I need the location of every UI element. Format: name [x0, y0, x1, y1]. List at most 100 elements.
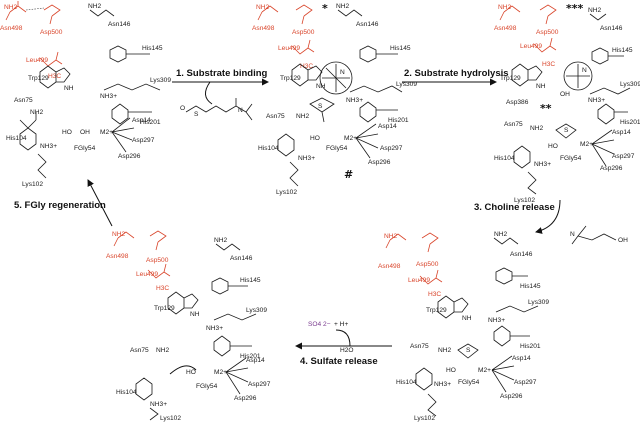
residue-label: NH2	[156, 347, 170, 354]
residue-label: OH	[560, 91, 570, 98]
residue-label: Asp14	[246, 357, 265, 364]
residue-label: Asn498	[252, 25, 275, 32]
residue-label: His104	[116, 389, 137, 396]
residue-label: Asn498	[106, 253, 129, 260]
residue-label: Asp296	[118, 153, 141, 160]
residue-label: NH2	[384, 233, 398, 240]
residue-label: Asp14	[612, 129, 631, 136]
residue-label: NH2	[296, 113, 310, 120]
choline-product: N OH	[570, 225, 628, 245]
residue-label: Asn498	[494, 25, 517, 32]
residue-label: OH	[618, 237, 628, 244]
residue-label: His145	[520, 283, 541, 290]
sulfate-label: SO4 2−	[308, 321, 331, 328]
residue-label: NH	[536, 83, 546, 90]
residue-label: NH	[462, 315, 472, 322]
residue-label: Asn146	[356, 21, 379, 28]
residue-label: M2+	[100, 129, 113, 136]
residue-label: NH3+	[100, 93, 117, 100]
residue-label: H3C	[156, 285, 169, 292]
residue-label: Asn75	[504, 121, 523, 128]
residue-label: NH3+	[40, 143, 57, 150]
residue-label: NH	[316, 83, 326, 90]
residue-label: NH2	[30, 109, 44, 116]
residue-label: S	[318, 103, 323, 110]
residue-label: FGly54	[458, 379, 480, 386]
residue-label: Asp500	[146, 257, 169, 264]
residue-label: Asp297	[132, 137, 155, 144]
residue-label: Trp129	[280, 75, 301, 82]
residue-label: Asn146	[108, 21, 131, 28]
residue-label: NH3+	[488, 317, 505, 324]
residue-label: S	[564, 127, 569, 134]
residue-label: OH	[80, 129, 90, 136]
residue-label: Asp500	[416, 261, 439, 268]
residue-label: Lys102	[22, 181, 43, 188]
residue-label: M2+	[478, 367, 491, 374]
step-2-label: 2. Substrate hydrolysis	[404, 68, 509, 79]
residue-label: H3C	[542, 61, 555, 68]
residue-label: NH3+	[346, 97, 363, 104]
residue-label: Lys309	[528, 299, 549, 306]
residue-label: Asp296	[500, 393, 523, 400]
residue-label: N	[570, 231, 575, 238]
residue-label: Asp296	[368, 159, 391, 166]
residue-label: H3C	[428, 291, 441, 298]
residue-label: NH	[64, 85, 74, 92]
residue-label: FGly54	[326, 145, 348, 152]
residue-label: Asp14	[378, 123, 397, 130]
step-4-label: 4. Sulfate release	[300, 356, 378, 367]
residue-label: S	[194, 111, 199, 118]
residue-label: Lys102	[276, 189, 297, 196]
residue-label: Lys309	[150, 77, 171, 84]
residue-label: M2+	[344, 135, 357, 142]
residue-label: NH2	[214, 237, 228, 244]
residue-label: His201	[140, 119, 161, 126]
residue-label: Trp129	[500, 75, 521, 82]
residue-label: Asn146	[230, 255, 253, 262]
water-label: H2O	[340, 347, 354, 354]
residue-label: Lys102	[514, 197, 535, 204]
residue-label: NH2	[438, 347, 452, 354]
residue-label: NH3+	[534, 161, 551, 168]
residue-label: NH3+	[588, 97, 605, 104]
residue-label: Asn146	[600, 25, 623, 32]
residue-label: Asn75	[14, 97, 33, 104]
residue-label: NH3+	[150, 401, 167, 408]
panel-sulfated-fgly: NH2 Asn146 NH2 Asn498 Asp500 Leu499 H3C …	[378, 231, 549, 422]
residue-label: NH2	[256, 4, 270, 11]
residue-label: His104	[494, 155, 515, 162]
residue-label: His145	[142, 45, 163, 52]
residue-label: HO	[62, 129, 72, 136]
residue-label: NH	[190, 311, 200, 318]
residue-label: NH3+	[298, 155, 315, 162]
residue-label: HO	[310, 135, 320, 142]
residue-label: His145	[240, 277, 261, 284]
residue-label: Trp129	[28, 75, 49, 82]
residue-label: Lys309	[246, 307, 267, 314]
panel-initial-state: NH2 Asn498 Asp500 Leu499 H3C NH2 Asn146 …	[0, 1, 171, 188]
step-3-label: 3. Choline release	[474, 202, 555, 213]
residue-label: FGly54	[560, 155, 582, 162]
residue-label: Asn75	[266, 113, 285, 120]
residue-label: Asn498	[0, 25, 23, 32]
panel-enzyme-substrate-complex: NH2 Asn498 Asp500 * NH2 Asn146 Leu499 H3…	[252, 2, 417, 196]
residue-label: Asp14	[132, 117, 151, 124]
residue-label: NH2	[4, 4, 18, 11]
residue-label: Asp297	[248, 381, 271, 388]
residue-label: Asn75	[130, 347, 149, 354]
residue-label: NH2	[88, 3, 102, 10]
residue-label: M2+	[214, 369, 227, 376]
residue-label: H3C	[48, 73, 61, 80]
residue-label: His201	[240, 353, 261, 360]
residue-label: H3C	[300, 63, 313, 70]
residue-label: Asn75	[410, 343, 429, 350]
residue-label: FGly54	[74, 145, 96, 152]
residue-label: His201	[520, 343, 541, 350]
residue-label: HO	[446, 367, 456, 374]
residue-label: S	[466, 347, 471, 354]
step-1-label: 1. Substrate binding	[176, 68, 268, 79]
residue-label: Asp296	[234, 395, 257, 402]
panel-hydrolysis-intermediate: NH2 Asn498 Asp500 *** NH2 Asn146 Leu499 …	[494, 2, 640, 204]
